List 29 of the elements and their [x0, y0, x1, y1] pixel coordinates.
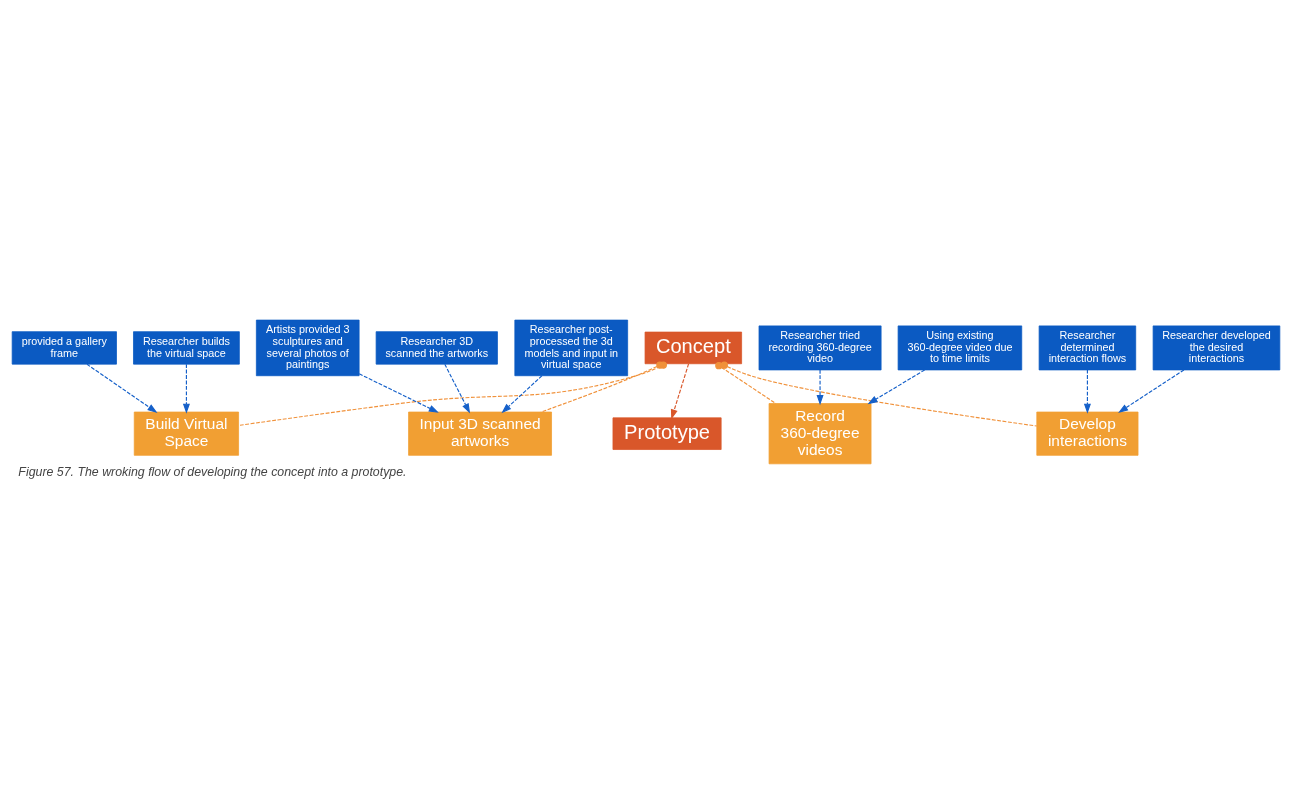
- node-box: Researcher builds the virtual space: [133, 330, 240, 365]
- arrow: [867, 368, 926, 404]
- arrow: [816, 368, 824, 405]
- arrow: [1118, 368, 1185, 413]
- arrow: [86, 363, 158, 413]
- arrow: [670, 362, 690, 419]
- node-box: Input 3D scanned artworks: [408, 411, 552, 456]
- node-box: Researcher tried recording 360-degree video: [758, 325, 882, 370]
- node-box: Researcher post-processed the 3d models and input in virtual space: [514, 319, 629, 376]
- connector: [715, 361, 777, 404]
- connector: [540, 360, 664, 413]
- arrow: [501, 374, 543, 413]
- node-box: Build Virtual Space: [133, 411, 239, 456]
- arrow: [1083, 368, 1091, 414]
- node-box: Researcher developed the desired interactions: [1152, 325, 1281, 370]
- caption: Figure 57. The wroking flow of developing the concept into a prototype.: [18, 464, 407, 479]
- node-box: Concept: [644, 331, 742, 364]
- arrow: [444, 363, 471, 413]
- node-box: Artists provided 3 sculptures and several photos of paintings: [255, 319, 360, 376]
- node-box: Researcher 3D scanned the artworks: [375, 330, 498, 365]
- arrow: [182, 363, 190, 414]
- node-box: Using existing 360-degree video due to time limits: [897, 325, 1023, 370]
- node-box: provided a gallery frame: [11, 330, 117, 365]
- node-box: Prototype: [612, 416, 722, 450]
- node-box: Researcher determined interaction flows: [1038, 325, 1137, 370]
- arrow: [358, 372, 439, 413]
- connector: [720, 361, 1038, 427]
- node-box: Record 360-degree videos: [768, 402, 872, 464]
- node-box: Develop interactions: [1036, 411, 1139, 456]
